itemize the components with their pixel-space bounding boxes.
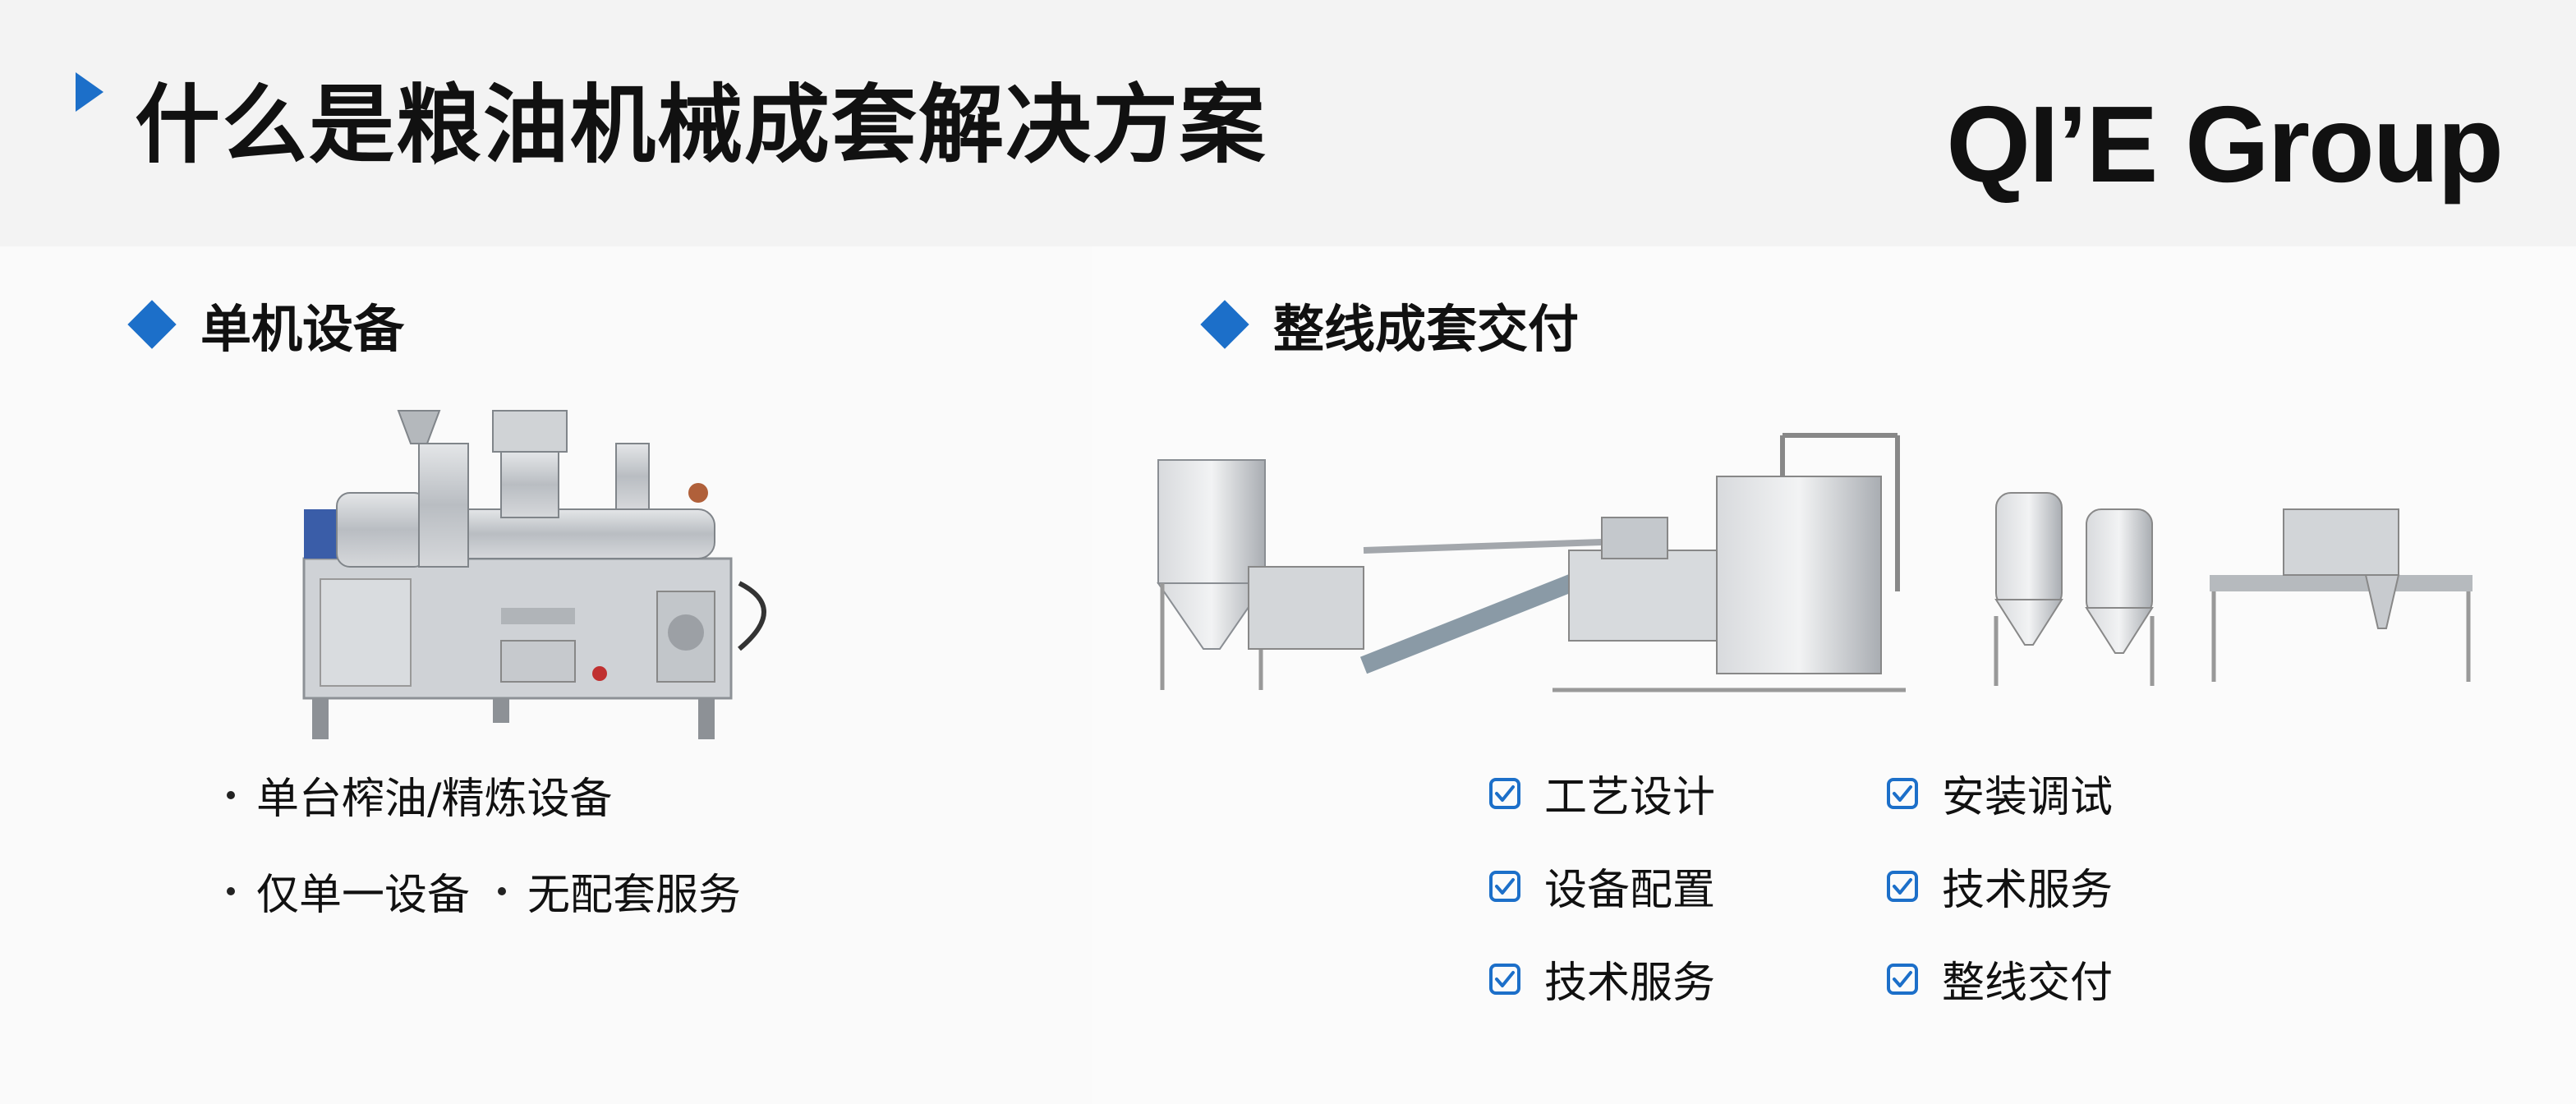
diamond-icon: [127, 300, 177, 349]
brand-logo-text: QI’E Group: [1946, 84, 2504, 205]
checkbox-checked-icon: [1887, 963, 1918, 995]
checklist-label: 整线交付: [1942, 959, 2114, 1008]
checklist-label: 工艺设计: [1544, 773, 1716, 822]
section-title: 单机设备: [200, 299, 405, 359]
diamond-icon: [1200, 300, 1249, 349]
checkbox-checked-icon: [1489, 777, 1520, 809]
checklist-label: 安装调试: [1942, 773, 2114, 822]
checkbox-checked-icon: [1887, 777, 1918, 809]
checklist-item: 工艺设计: [1488, 762, 1886, 824]
bullet-text: 仅单一设备: [256, 871, 471, 920]
single-machine-illustration: [302, 410, 766, 739]
bullet-dot-icon: [227, 790, 235, 799]
bullet-text: 无配套服务: [527, 871, 742, 920]
checklist-item: 安装调试: [1886, 762, 2132, 824]
checkbox-checked-icon: [1489, 870, 1520, 902]
standalone-bullet-list: 单台榨油/精炼设备 仅单一设备 无配套服务: [220, 764, 741, 956]
checklist-item: 技术服务: [1488, 948, 1886, 1010]
checklist-item: 整线交付: [1886, 948, 2132, 1010]
list-item: 单台榨油/精炼设备: [220, 764, 741, 826]
bullet-text: 单台榨油/精炼设备: [256, 775, 613, 824]
checklist-label: 技术服务: [1544, 959, 1716, 1008]
triangle-right-icon: [76, 72, 104, 112]
section-title: 整线成套交付: [1273, 299, 1580, 359]
checklist-item: 设备配置: [1488, 855, 1886, 917]
checklist-label: 技术服务: [1942, 866, 2114, 915]
page-title: 什么是粮油机械成套解决方案: [135, 75, 1267, 175]
header-band: 什么是粮油机械成套解决方案 QI’E Group: [0, 0, 2576, 246]
section-heading-standalone: 单机设备: [127, 288, 405, 361]
list-item: 仅单一设备 无配套服务: [220, 860, 741, 922]
checklist-label: 设备配置: [1544, 866, 1716, 915]
checkbox-checked-icon: [1887, 870, 1918, 902]
checklist-item: 技术服务: [1886, 855, 2132, 917]
turnkey-checklist: 工艺设计 安装调试 设备配置 技术服务 技术服务 整线交付: [1488, 762, 2132, 1010]
bullet-dot-icon: [498, 886, 507, 895]
checkbox-checked-icon: [1489, 963, 1520, 995]
section-heading-turnkey: 整线成套交付: [1200, 288, 1580, 361]
right-panel: [1092, 246, 2576, 1104]
production-line-illustration: [1157, 433, 2472, 692]
bullet-dot-icon: [227, 886, 235, 895]
